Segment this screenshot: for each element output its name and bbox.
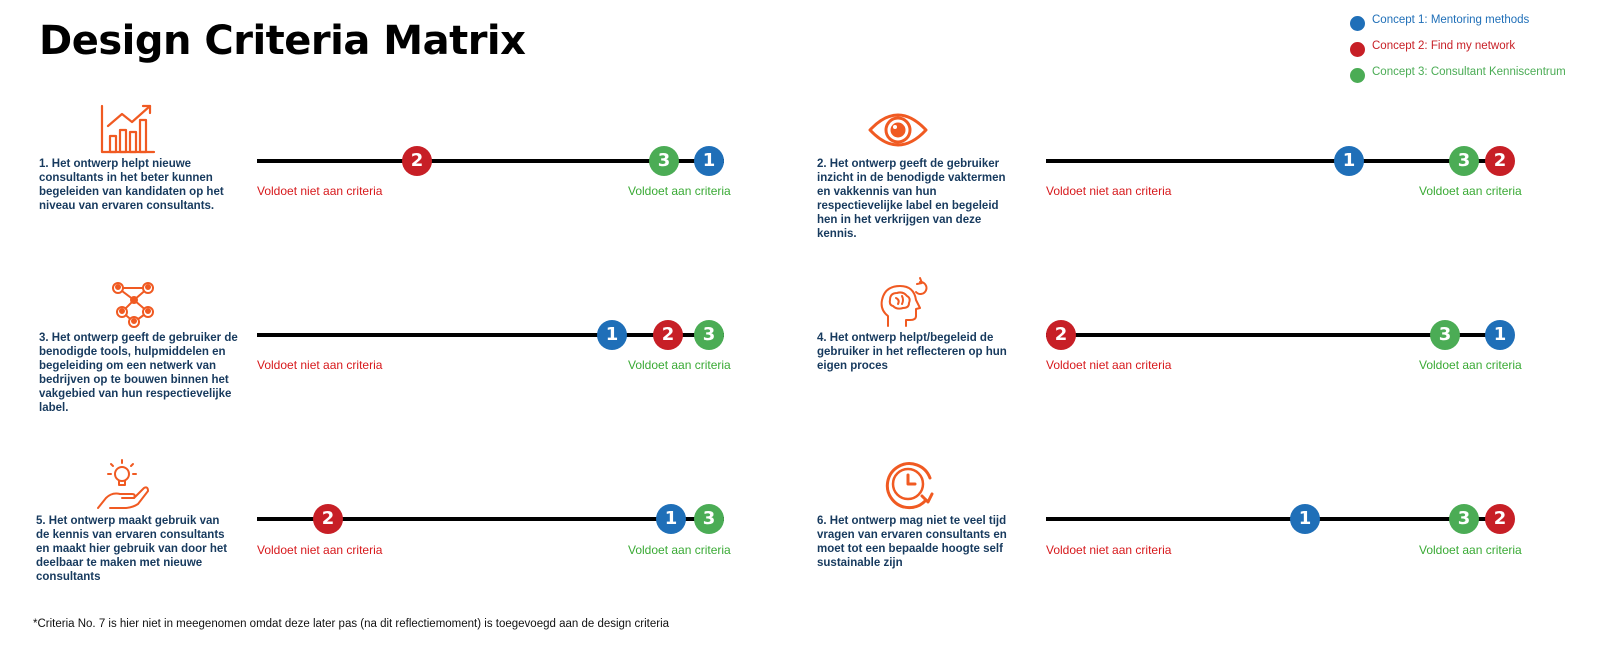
criterion-6-text: 6. Het ontwerp mag niet te veel tijd vra… (817, 515, 1007, 569)
growth-chart-icon (98, 102, 158, 158)
marker-concept-3: 3 (1449, 504, 1479, 534)
legend-label-concept-2: Concept 2: Find my network (1372, 40, 1516, 52)
page-title: Design Criteria Matrix (39, 18, 526, 64)
marker-concept-1: 1 (597, 320, 627, 350)
scale-label-meets: Voldoet aan criteria (628, 184, 731, 198)
marker-concept-2: 2 (313, 504, 343, 534)
marker-concept-3: 3 (694, 320, 724, 350)
scale-label-meets: Voldoet aan criteria (1419, 358, 1522, 372)
scale-label-meets: Voldoet aan criteria (1419, 184, 1522, 198)
legend-label-concept-1: Concept 1: Mentoring methods (1372, 14, 1530, 26)
scale-label-not-meets: Voldoet niet aan criteria (1046, 358, 1172, 372)
scale-label-meets: Voldoet aan criteria (628, 543, 731, 557)
scale-label-meets: Voldoet aan criteria (1419, 543, 1522, 557)
legend-dot-concept-3 (1350, 68, 1365, 83)
criterion-3: 3. Het ontwerp geeft de gebruiker de ben… (0, 276, 780, 436)
scale-track (1046, 159, 1513, 163)
marker-concept-2: 2 (1485, 504, 1515, 534)
marker-concept-1: 1 (1334, 146, 1364, 176)
marker-concept-3: 3 (1449, 146, 1479, 176)
criterion-5: 5. Het ontwerp maakt gebruik van de kenn… (0, 459, 780, 622)
scale-label-not-meets: Voldoet niet aan criteria (257, 543, 383, 557)
footnote: *Criteria No. 7 is hier niet in meegenom… (33, 618, 670, 630)
marker-concept-3: 3 (694, 504, 724, 534)
scale-label-not-meets: Voldoet niet aan criteria (257, 358, 383, 372)
marker-concept-3: 3 (649, 146, 679, 176)
scale-label-not-meets: Voldoet niet aan criteria (1046, 543, 1172, 557)
criterion-2-text: 2. Het ontwerp geeft de gebruiker inzich… (817, 158, 1006, 240)
criterion-1-text: 1. Het ontwerp helpt nieuwe consultants … (39, 158, 224, 212)
eye-icon (868, 102, 928, 158)
criterion-3-text: 3. Het ontwerp geeft de gebruiker de ben… (39, 332, 238, 414)
scale-track (257, 333, 724, 337)
scale-label-not-meets: Voldoet niet aan criteria (1046, 184, 1172, 198)
criterion-4: 4. Het ontwerp helpt/begeleid de gebruik… (780, 276, 1560, 436)
scale-track (257, 517, 724, 521)
marker-concept-2: 2 (653, 320, 683, 350)
scale-track (1046, 333, 1513, 337)
scale-label-not-meets: Voldoet niet aan criteria (257, 184, 383, 198)
marker-concept-1: 1 (1485, 320, 1515, 350)
marker-concept-2: 2 (1046, 320, 1076, 350)
scale-track (1046, 517, 1513, 521)
legend-dot-concept-2 (1350, 42, 1365, 57)
brain-reflect-icon (876, 276, 936, 332)
criterion-6: 6. Het ontwerp mag niet te veel tijd vra… (780, 462, 1560, 622)
criterion-5-text: 5. Het ontwerp maakt gebruik van de kenn… (36, 515, 228, 583)
marker-concept-2: 2 (402, 146, 432, 176)
scale-track (257, 159, 724, 163)
scale-label-meets: Voldoet aan criteria (628, 358, 731, 372)
idea-hand-icon (92, 456, 152, 512)
marker-concept-1: 1 (656, 504, 686, 534)
legend-label-concept-3: Concept 3: Consultant Kenniscentrum (1372, 66, 1566, 78)
marker-concept-3: 3 (1430, 320, 1460, 350)
clock-icon (880, 456, 940, 512)
marker-concept-1: 1 (1290, 504, 1320, 534)
legend-dot-concept-1 (1350, 16, 1365, 31)
criterion-2: 2. Het ontwerp geeft de gebruiker inzich… (780, 100, 1560, 260)
marker-concept-2: 2 (1485, 146, 1515, 176)
network-icon (104, 276, 164, 332)
marker-concept-1: 1 (694, 146, 724, 176)
criterion-4-text: 4. Het ontwerp helpt/begeleid de gebruik… (817, 332, 1007, 372)
criterion-1: 1. Het ontwerp helpt nieuwe consultants … (0, 100, 780, 260)
